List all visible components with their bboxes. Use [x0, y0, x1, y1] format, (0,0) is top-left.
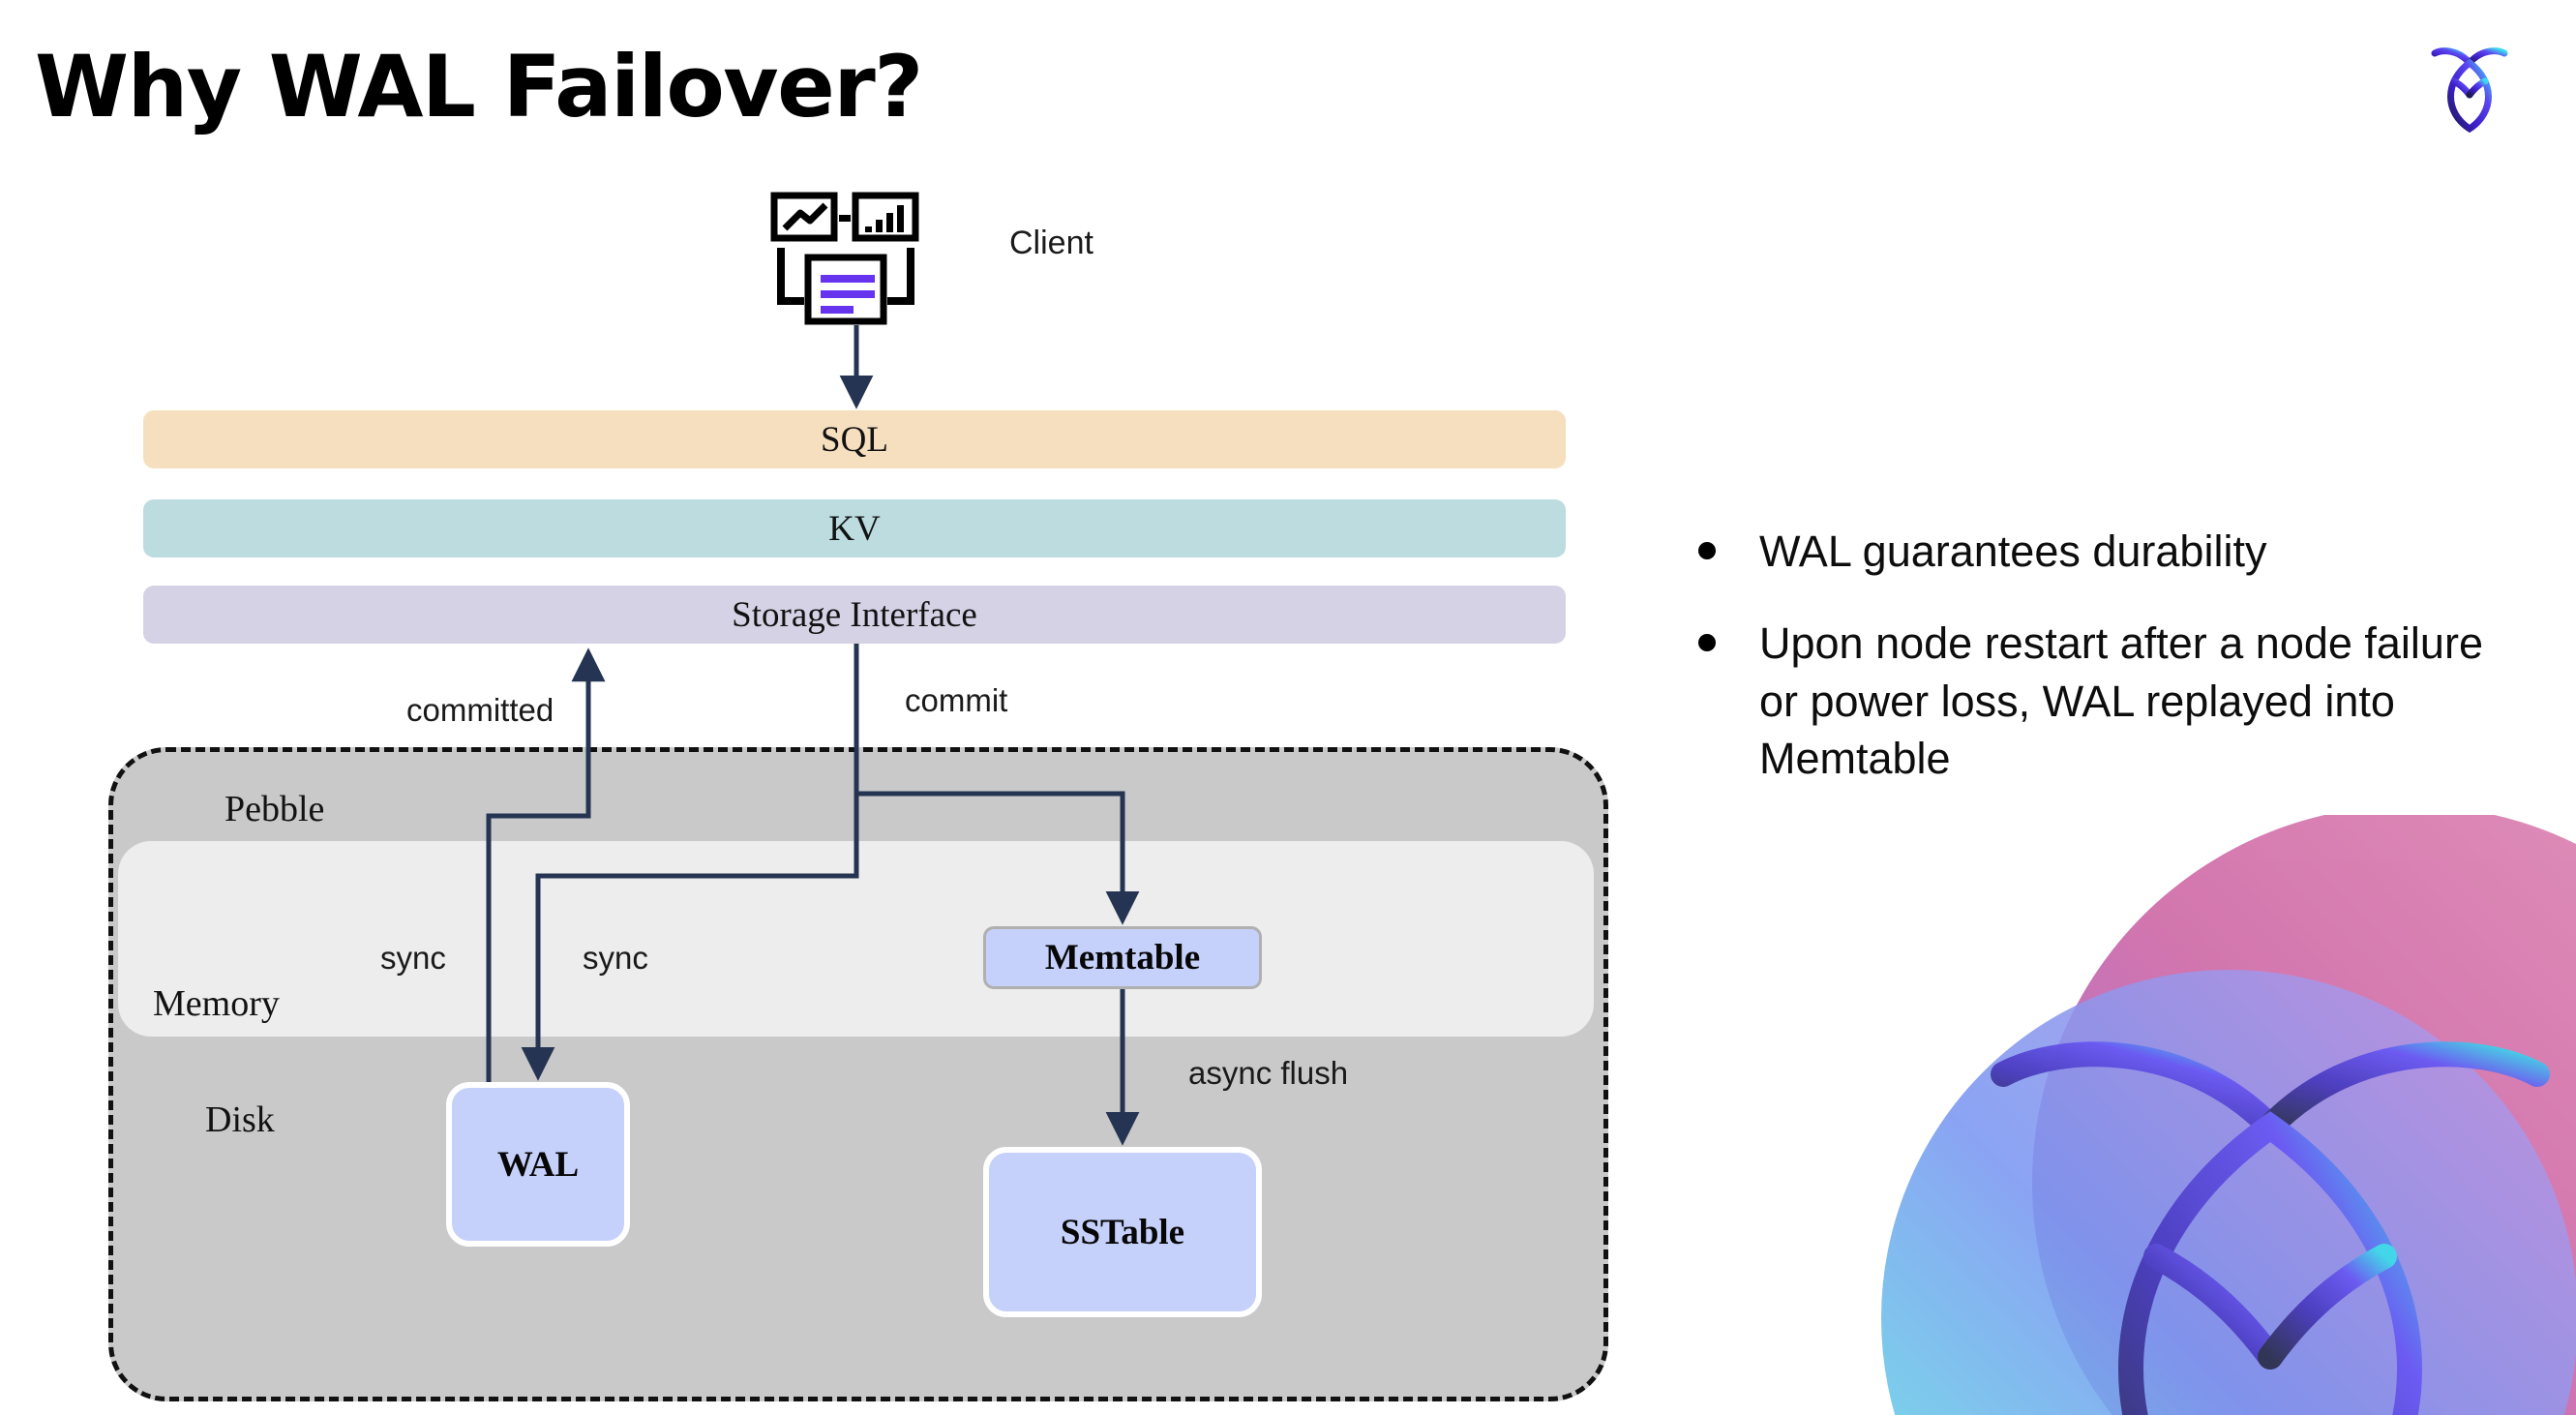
node-sstable: SSTable	[983, 1147, 1262, 1317]
memory-region-label: Memory	[153, 983, 280, 1024]
layer-bar-storage-interface: Storage Interface	[143, 586, 1566, 644]
bullet-list: WAL guarantees durability Upon node rest…	[1698, 523, 2521, 823]
bullet-dot-icon	[1698, 634, 1716, 652]
bullet-text: WAL guarantees durability	[1759, 527, 2267, 576]
memory-region	[118, 841, 1594, 1037]
edge-label-committed: committed	[406, 692, 554, 728]
bullet-text: Upon node restart after a node failure o…	[1759, 618, 2483, 784]
layer-bar-kv-label: KV	[828, 508, 881, 549]
list-item: Upon node restart after a node failure o…	[1698, 615, 2521, 787]
layer-bar-storage-interface-label: Storage Interface	[732, 594, 977, 635]
edge-label-commit: commit	[905, 682, 1008, 718]
pebble-label: Pebble	[225, 789, 325, 829]
layer-bar-kv: KV	[143, 499, 1566, 557]
decorative-gradient-circles	[1841, 815, 2576, 1415]
disk-region-label: Disk	[205, 1099, 275, 1140]
node-memtable-label: Memtable	[1044, 938, 1201, 978]
layer-bar-sql-label: SQL	[821, 419, 888, 460]
list-item: WAL guarantees durability	[1698, 523, 2521, 580]
client-label: Client	[1009, 225, 1093, 261]
node-memtable: Memtable	[983, 926, 1262, 989]
edge-label-async-flush: async flush	[1188, 1055, 1349, 1091]
bullet-dot-icon	[1698, 542, 1716, 559]
client-dashboard-icon	[769, 192, 936, 327]
node-wal-label: WAL	[496, 1144, 580, 1185]
cockroach-labs-logo-icon	[2415, 31, 2524, 139]
node-sstable-label: SSTable	[1060, 1212, 1185, 1252]
edge-label-sync-left: sync	[380, 940, 446, 976]
edge-label-sync-right: sync	[583, 940, 648, 976]
node-wal: WAL	[446, 1082, 630, 1247]
layer-bar-sql: SQL	[143, 410, 1566, 468]
page-title: Why WAL Failover?	[35, 37, 923, 136]
